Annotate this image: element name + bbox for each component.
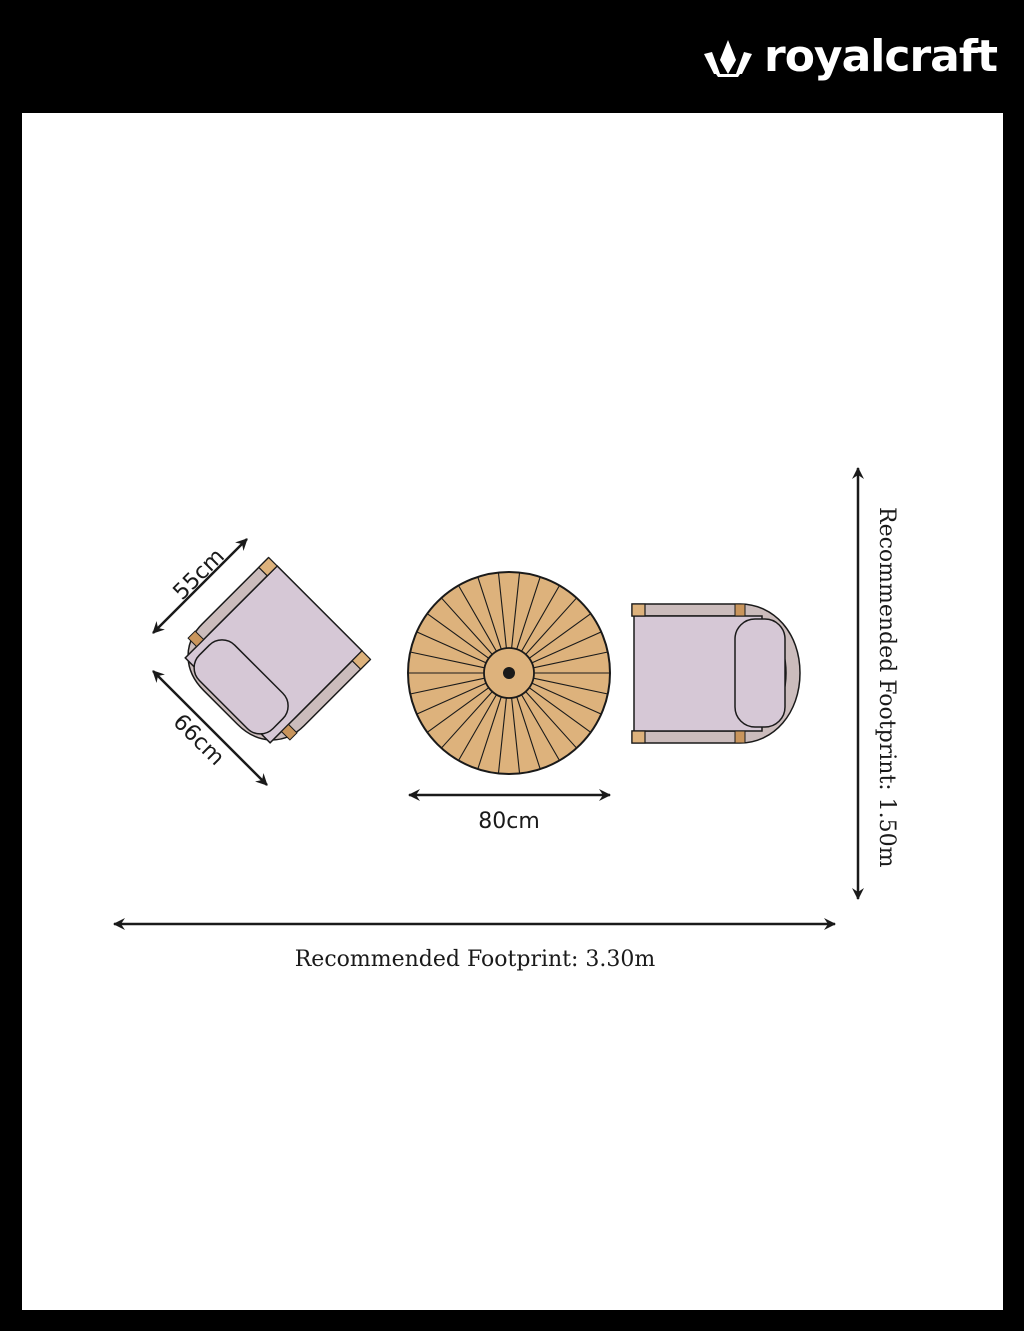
right-chair <box>631 603 801 744</box>
table-slat-line <box>511 572 521 649</box>
table-slat-line <box>458 585 497 652</box>
brand-name: royalcraft <box>764 31 998 82</box>
round-table <box>407 571 611 775</box>
table-slat-line <box>426 687 490 733</box>
table-slat-line <box>525 691 577 749</box>
table-slat-line <box>497 572 507 649</box>
right-chair-arm-cap-bottom <box>631 730 646 744</box>
parasol-hole <box>503 667 515 679</box>
table-slat-line <box>516 696 541 770</box>
footprint-depth-label: Recommended Footprint: 1.50m <box>874 507 899 868</box>
table-slat-line <box>528 687 592 733</box>
right-chair-arm-cap-top <box>631 603 646 617</box>
table-slat-line <box>528 613 592 659</box>
table-slat-line <box>441 597 493 655</box>
table-diameter-label: 80cm <box>478 809 540 834</box>
table-slat-line <box>516 576 541 650</box>
table-slat-line <box>497 697 507 774</box>
brand-logo[interactable]: royalcraft <box>702 30 998 84</box>
right-chair-leg-top <box>734 603 746 617</box>
header-bar: royalcraft <box>0 0 1024 112</box>
table-slat-line <box>533 651 608 669</box>
left-chair-arm-cap-top <box>257 556 279 577</box>
left-chair-arm-cap-bottom <box>351 649 372 671</box>
table-slats <box>408 572 610 774</box>
table-slat-line <box>533 677 608 695</box>
table-slat-line <box>458 694 497 761</box>
table-slat-line <box>416 682 487 715</box>
table-slat-line <box>477 576 502 650</box>
table-slat-line <box>477 696 502 770</box>
table-slat-line <box>410 651 485 669</box>
left-chair-leg-right <box>280 723 298 741</box>
table-slat-line <box>441 691 493 749</box>
diagram-panel: 55cm 66cm 80cm Recommended Footprint: 1.… <box>22 113 1003 1310</box>
table-slat-line <box>416 631 487 664</box>
right-chair-back-cushion <box>734 618 786 728</box>
footprint-width-label: Recommended Footprint: 3.30m <box>295 947 656 972</box>
table-slat-line <box>531 682 602 715</box>
table-slat-line <box>410 677 485 695</box>
table-slat-line <box>531 631 602 664</box>
table-slat-line <box>525 597 577 655</box>
chair-width-label: 66cm <box>168 710 229 771</box>
table-slat-line <box>511 697 521 774</box>
chair-depth-arrow <box>152 538 248 634</box>
chair-width-arrow <box>152 670 268 786</box>
furniture-layout-diagram: 55cm 66cm 80cm Recommended Footprint: 1.… <box>113 467 899 972</box>
table-slat-line <box>426 613 490 659</box>
table-slat-line <box>521 694 560 761</box>
right-chair-leg-bottom <box>734 730 746 744</box>
chair-depth-label: 55cm <box>169 544 230 605</box>
table-slat-line <box>521 585 560 652</box>
crown-icon <box>704 40 752 77</box>
left-chair-leg-left <box>187 630 205 648</box>
